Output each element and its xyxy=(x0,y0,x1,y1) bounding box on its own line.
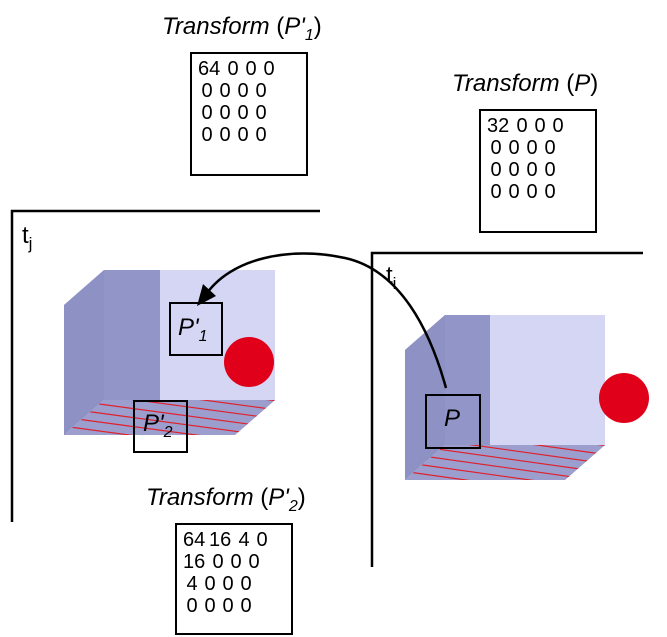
patch-box-p1 xyxy=(169,302,223,356)
sphere-left-icon xyxy=(224,337,274,387)
matrix-cell: 16 xyxy=(183,551,206,573)
matrix-cell: 0 xyxy=(204,595,216,617)
cube-right xyxy=(405,315,605,480)
matrix-cell: 0 xyxy=(544,159,556,181)
matrix-cell: 0 xyxy=(508,181,520,203)
matrix-cell: 0 xyxy=(534,115,546,137)
matrix-cell: 0 xyxy=(240,595,252,617)
matrix-cell: 0 xyxy=(201,102,213,124)
matrix-cell: 0 xyxy=(490,181,502,203)
matrix-cell: 0 xyxy=(186,595,198,617)
matrix-cell: 0 xyxy=(219,124,231,146)
matrix-cell: 0 xyxy=(255,80,267,102)
matrix-cell: 0 xyxy=(490,137,502,159)
matrix-cell: 16 xyxy=(209,529,232,551)
patch-p2-label: P'2 xyxy=(143,410,173,441)
matrix-cell: 0 xyxy=(201,124,213,146)
matrix-cell: 0 xyxy=(508,137,520,159)
sphere-right-icon xyxy=(599,373,649,423)
matrix-cell: 0 xyxy=(237,80,249,102)
transform-p1-title: Transform (P'1) xyxy=(162,13,322,44)
matrix-cell: 0 xyxy=(255,102,267,124)
matrix-cell: 0 xyxy=(263,58,275,80)
matrix-cell: 4 xyxy=(186,573,198,595)
matrix-cell: 64 xyxy=(183,529,206,551)
patch-p1-label: P'1 xyxy=(178,314,208,345)
cube-left-front xyxy=(64,270,104,435)
frame-ti-border xyxy=(370,251,643,567)
cube-left-bottom xyxy=(64,400,275,435)
transform-p-title: Transform (P) xyxy=(452,70,599,97)
matrix-cell: 0 xyxy=(212,551,224,573)
matrix-cell: 0 xyxy=(255,124,267,146)
matrix-cell: 0 xyxy=(245,58,257,80)
curved-arrow-icon xyxy=(203,252,448,389)
cube-right-bottom xyxy=(405,445,605,480)
matrix-cell: 0 xyxy=(230,551,242,573)
arrowhead-icon xyxy=(197,284,216,306)
matrix-cell: 0 xyxy=(237,102,249,124)
frame-ti-label: ti xyxy=(386,262,397,293)
frame-tj-border xyxy=(10,209,320,522)
matrix-cell: 32 xyxy=(487,115,510,137)
matrix-cell: 0 xyxy=(256,529,268,551)
matrix-cell: 0 xyxy=(227,58,239,80)
frame-tj-label: tj xyxy=(22,222,33,253)
matrix-cell: 0 xyxy=(201,80,213,102)
matrix-cell: 0 xyxy=(526,181,538,203)
cube-right-shade xyxy=(445,315,490,480)
matrix-cell: 64 xyxy=(198,58,221,80)
patch-box-p2 xyxy=(133,400,188,453)
patch-p-label: P xyxy=(444,405,461,432)
matrix-cell: 0 xyxy=(526,159,538,181)
patch-box-p xyxy=(425,394,481,449)
matrix-cell: 0 xyxy=(544,181,556,203)
matrix-cell: 0 xyxy=(544,137,556,159)
matrix-cell: 0 xyxy=(490,159,502,181)
matrix-cell: 0 xyxy=(222,595,234,617)
matrix-cell: 0 xyxy=(516,115,528,137)
matrix-cell: 0 xyxy=(204,573,216,595)
cube-left-shade xyxy=(104,270,160,435)
matrix-cell: 0 xyxy=(248,551,260,573)
matrix-cell: 0 xyxy=(526,137,538,159)
matrix-cell: 0 xyxy=(508,159,520,181)
matrix-cell: 4 xyxy=(238,529,250,551)
matrix-cell: 0 xyxy=(222,573,234,595)
matrix-cell: 0 xyxy=(219,80,231,102)
matrix-cell: 0 xyxy=(552,115,564,137)
matrix-cell: 0 xyxy=(219,102,231,124)
transform-p2-title: Transform (P'2) xyxy=(146,484,306,515)
matrix-cell: 0 xyxy=(237,124,249,146)
matrix-cell: 0 xyxy=(240,573,252,595)
